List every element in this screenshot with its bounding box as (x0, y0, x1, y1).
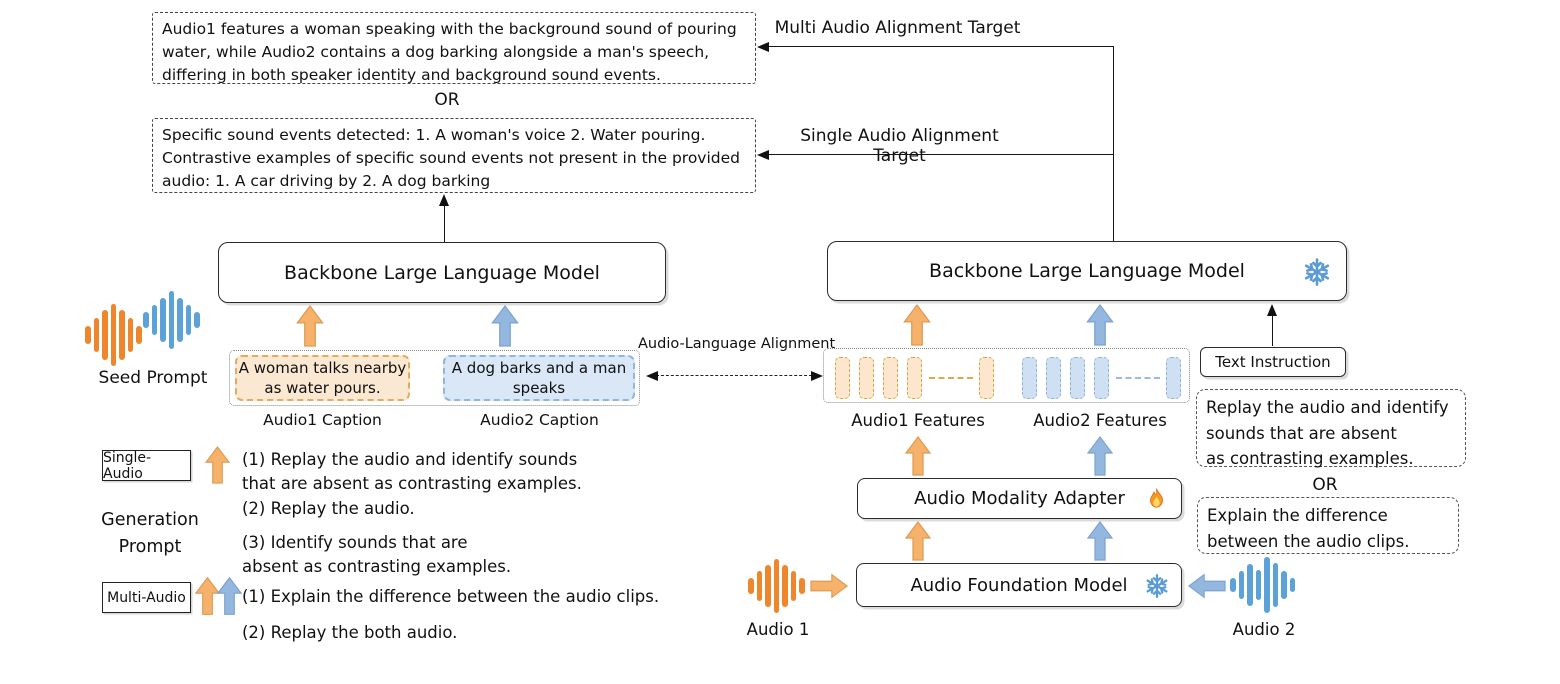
audio-language-alignment-label: Audio-Language Alignment (638, 336, 836, 352)
audio2-features-label: Audio2 Features (1033, 411, 1167, 430)
single-prompt-2: (2) Replay the audio. (242, 499, 415, 518)
audio2-features-arrow-icon (1086, 304, 1114, 346)
audio1-caption-arrow-icon (296, 305, 324, 347)
snowflake-icon (1303, 258, 1331, 286)
or-label-right: OR (1312, 475, 1338, 495)
audio1-feature-token (883, 357, 898, 399)
text-instruction-label: Text Instruction (1215, 353, 1331, 371)
audio1-input-label: Audio 1 (746, 620, 810, 639)
audio2-caption-arrow-icon (491, 305, 519, 347)
left-backbone-llm-box: Backbone Large Language Model (218, 242, 666, 303)
multi-audio-alignment-target-label: Multi Audio Alignment Target (774, 18, 1021, 38)
audio1-feature-token (907, 357, 922, 399)
audio2-input-arrow-icon (1188, 573, 1226, 599)
left-backbone-llm-label: Backbone Large Language Model (284, 261, 600, 284)
fire-icon (1150, 488, 1163, 508)
single-prompt-3: (3) Identify sounds that are absent as c… (242, 533, 512, 576)
seed-waveform-orange-icon (85, 302, 142, 368)
adapter-to-features-blue-arrow-icon (1087, 436, 1113, 476)
audio-foundation-model-label: Audio Foundation Model (910, 574, 1128, 596)
right-llm-output-line (1113, 47, 1114, 243)
multi-audio-blue-arrow-icon (217, 577, 242, 615)
feature-group-frame (823, 348, 1190, 403)
single-audio-alignment-target-label: Single Audio Alignment Target (800, 126, 999, 166)
foundation-to-adapter-orange-arrow-icon (905, 521, 931, 561)
alignment-right-arrowhead-icon (811, 371, 823, 381)
audio2-feature-token (1166, 357, 1181, 399)
audio1-features-label: Audio1 Features (851, 411, 985, 430)
audio1-feature-token (979, 357, 994, 399)
alignment-dashed-line (656, 375, 812, 376)
multi-audio-target-box: Audio1 features a woman speaking with th… (152, 12, 756, 84)
left-llm-output-line (444, 200, 445, 242)
audio1-caption-box: A woman talks nearby as water pours. (235, 355, 410, 401)
audio2-feature-token (1094, 357, 1109, 399)
audio2-waveform-icon (1230, 556, 1295, 614)
text-instruction-line (1272, 310, 1273, 346)
text-instruction-arrowhead-icon (1267, 304, 1277, 316)
audio-foundation-model-box: Audio Foundation Model (856, 563, 1182, 607)
audio2-caption-label: Audio2 Caption (480, 411, 599, 429)
multi-audio-badge: Multi-Audio (102, 582, 191, 613)
audio1-waveform-icon (748, 558, 805, 614)
multi-audio-badge-label: Multi-Audio (107, 589, 186, 606)
replay-instruction-box: Replay the audio and identify sounds tha… (1196, 389, 1466, 468)
alignment-left-arrowhead-icon (646, 371, 658, 381)
audio2-caption-box: A dog barks and a man speaks (443, 355, 635, 401)
multi-prompt-1: (1) Explain the difference between the a… (242, 587, 660, 606)
single-prompt-1: (1) Replay the audio and identify sounds… (242, 450, 582, 493)
explain-instruction-box: Explain the difference between the audio… (1197, 497, 1459, 554)
text-instruction-box: Text Instruction (1200, 347, 1346, 377)
audio1-feature-token (835, 357, 850, 399)
single-audio-arrow-icon (205, 446, 230, 484)
audio-modality-adapter-label: Audio Modality Adapter (914, 488, 1125, 509)
audio1-input-arrow-icon (810, 573, 848, 599)
single-target-line (768, 154, 1114, 155)
foundation-to-adapter-blue-arrow-icon (1087, 521, 1113, 561)
audio1-caption-label: Audio1 Caption (263, 411, 382, 429)
single-audio-badge: Single-Audio (102, 449, 191, 482)
multi-prompt-2: (2) Replay the both audio. (242, 623, 458, 642)
audio2-feature-token (1022, 357, 1037, 399)
single-target-arrowhead-icon (757, 150, 769, 160)
snowflake-icon (1144, 574, 1170, 598)
adapter-to-features-orange-arrow-icon (905, 436, 931, 476)
seed-waveform-blue-icon (143, 288, 200, 352)
left-llm-output-arrowhead-icon (439, 194, 449, 206)
audio1-feature-token (859, 357, 874, 399)
single-audio-badge-label: Single-Audio (103, 449, 152, 482)
audio1-feature-ellipsis (929, 377, 973, 379)
audio2-feature-ellipsis (1116, 377, 1160, 379)
generation-prompt-heading: Generation Prompt (101, 510, 199, 558)
audio-modality-adapter-box: Audio Modality Adapter (857, 478, 1182, 519)
right-backbone-llm-box: Backbone Large Language Model (827, 241, 1347, 301)
multi-target-arrowhead-icon (757, 42, 769, 52)
audio2-feature-token (1046, 357, 1061, 399)
audio2-input-label: Audio 2 (1232, 620, 1296, 639)
or-label-left: OR (434, 90, 460, 110)
audio2-feature-token (1070, 357, 1085, 399)
seed-prompt-label: Seed Prompt (98, 368, 208, 388)
multi-target-line (768, 46, 1114, 47)
right-backbone-llm-label: Backbone Large Language Model (929, 260, 1245, 282)
single-audio-target-box: Specific sound events detected: 1. A wom… (152, 118, 756, 193)
audio1-features-arrow-icon (903, 304, 931, 346)
